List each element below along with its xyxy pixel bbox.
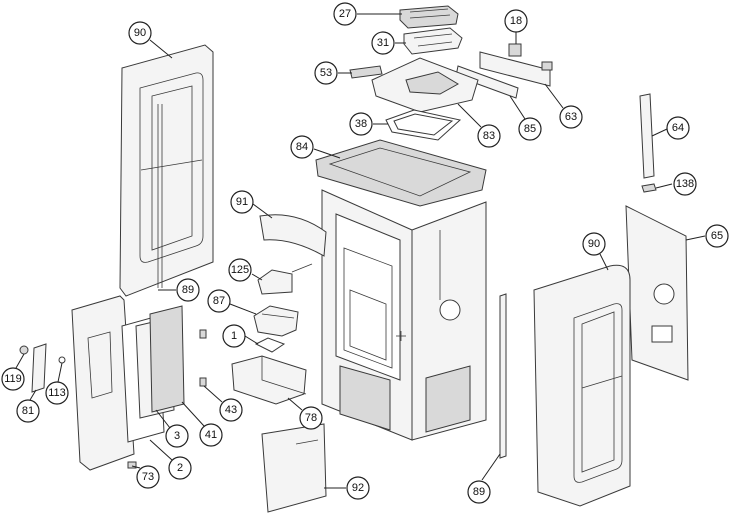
- ash-drawer-part: [231, 355, 307, 405]
- callout-87: 87: [207, 289, 257, 315]
- svg-text:53: 53: [320, 67, 332, 79]
- callout-85: 85: [509, 95, 542, 141]
- svg-text:27: 27: [339, 8, 351, 20]
- curved-panel-part: [259, 214, 327, 257]
- svg-text:73: 73: [142, 471, 154, 483]
- callout-90-right: 90: [582, 232, 609, 271]
- svg-text:138: 138: [676, 178, 694, 190]
- small-bracket-part: [508, 43, 522, 57]
- thin-strip-right: [499, 293, 507, 459]
- svg-text:89: 89: [182, 284, 194, 296]
- callout-83: 83: [457, 103, 501, 148]
- callout-layer: 27 18 90 31 53 63: [1, 2, 729, 504]
- svg-text:113: 113: [48, 387, 66, 399]
- callout-27: 27: [333, 2, 402, 26]
- svg-text:89: 89: [473, 486, 485, 498]
- callout-138: 138: [655, 172, 697, 196]
- top-bracket-part: [403, 27, 463, 55]
- cup-part: [257, 263, 313, 295]
- svg-text:91: 91: [236, 196, 248, 208]
- svg-text:119: 119: [4, 373, 22, 385]
- svg-text:18: 18: [510, 15, 522, 27]
- callout-64: 64: [651, 116, 690, 140]
- small-pin-part: [641, 183, 657, 193]
- callout-89-right: 89: [467, 453, 501, 504]
- callout-90-left: 90: [128, 21, 173, 59]
- svg-text:125: 125: [231, 264, 249, 276]
- side-panel-right: [533, 264, 631, 507]
- svg-text:41: 41: [205, 429, 217, 441]
- rail-bracket-part: [479, 51, 553, 87]
- callout-65: 65: [685, 224, 729, 248]
- vertical-strip-part: [639, 93, 655, 179]
- back-panel-part: [625, 205, 689, 381]
- svg-text:90: 90: [588, 238, 600, 250]
- top-grille-part: [315, 139, 487, 207]
- callout-38: 38: [349, 112, 388, 136]
- callout-1: 1: [222, 324, 259, 348]
- callout-78: 78: [287, 397, 323, 430]
- callout-18: 18: [504, 9, 528, 44]
- front-door-part: [71, 295, 137, 471]
- svg-text:63: 63: [565, 111, 577, 123]
- callout-119: 119: [1, 353, 25, 391]
- svg-text:78: 78: [305, 412, 317, 424]
- callout-53: 53: [314, 61, 352, 85]
- svg-text:64: 64: [672, 122, 684, 134]
- hinge-part: [349, 65, 383, 79]
- callout-125: 125: [228, 258, 263, 282]
- callout-91: 91: [230, 190, 273, 219]
- svg-text:92: 92: [352, 482, 364, 494]
- top-box-part: [399, 5, 459, 29]
- small-gasket-part: [254, 337, 286, 353]
- svg-text:90: 90: [134, 27, 146, 39]
- callout-73: 73: [131, 465, 160, 489]
- callout-3: 3: [155, 409, 189, 448]
- callout-84: 84: [290, 135, 341, 159]
- top-lid-part: [371, 57, 479, 113]
- svg-text:81: 81: [22, 405, 34, 417]
- inner-door-plate-part: [149, 305, 185, 413]
- svg-text:87: 87: [213, 295, 225, 307]
- svg-text:1: 1: [231, 330, 237, 342]
- small-clip-part: [199, 329, 207, 387]
- svg-text:85: 85: [524, 123, 536, 135]
- burn-pot-part: [253, 305, 299, 337]
- callout-2: 2: [149, 439, 192, 480]
- callout-92: 92: [324, 476, 370, 500]
- callout-41: 41: [181, 401, 223, 447]
- svg-text:84: 84: [296, 141, 308, 153]
- callout-63: 63: [544, 83, 583, 129]
- svg-text:65: 65: [711, 230, 723, 242]
- svg-text:43: 43: [225, 404, 237, 416]
- bottom-front-panel-part: [261, 423, 327, 513]
- stove-body-frame: [321, 189, 487, 441]
- svg-text:31: 31: [377, 37, 389, 49]
- svg-text:83: 83: [483, 130, 495, 142]
- callout-43: 43: [203, 385, 243, 422]
- callout-113: 113: [45, 362, 69, 405]
- side-panel-left: [119, 44, 214, 297]
- hinge-assembly-part: [19, 343, 66, 393]
- svg-text:3: 3: [174, 430, 180, 442]
- callout-89-left: 89: [158, 278, 200, 302]
- gasket-ring-part: [385, 109, 462, 141]
- svg-text:38: 38: [355, 118, 367, 130]
- callout-81: 81: [16, 389, 40, 423]
- callout-31: 31: [371, 31, 406, 55]
- svg-text:2: 2: [177, 462, 183, 474]
